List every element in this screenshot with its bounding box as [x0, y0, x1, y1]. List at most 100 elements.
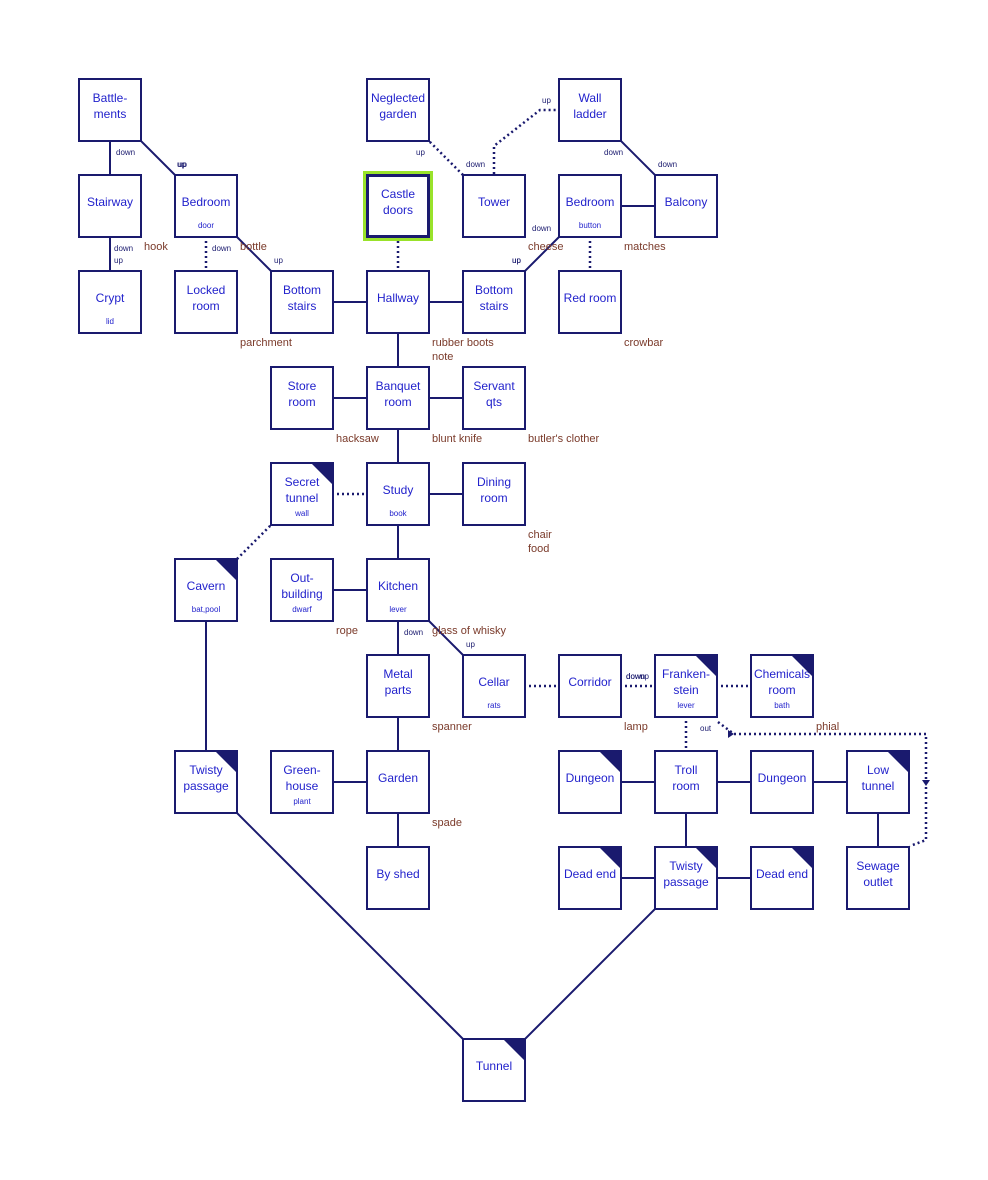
direction-label: down	[626, 672, 646, 681]
room-name: Dead end	[563, 867, 617, 881]
room-item: door	[197, 221, 214, 230]
object-label: chair food	[528, 529, 552, 555]
object-label: phial	[816, 721, 840, 733]
room-bedroom-e[interactable]: Bedroom button	[558, 174, 622, 238]
room-name: Stairway	[86, 195, 133, 209]
dark-room-marker	[215, 751, 237, 773]
room-name: Garden	[377, 771, 419, 785]
room-item: lid	[105, 317, 114, 326]
direction-label: down	[466, 160, 486, 169]
room-secret-tunnel[interactable]: Secret tunnel wall	[270, 462, 334, 526]
room-stairway[interactable]: Stairway	[78, 174, 142, 238]
room-castle-doors[interactable]: Castle doors	[366, 174, 430, 238]
room-item: button	[578, 221, 602, 230]
direction-label: down	[532, 224, 552, 233]
room-item: book	[389, 509, 407, 518]
object-label: bottle	[240, 241, 267, 253]
room-bedroom-w[interactable]: Bedroom door	[174, 174, 238, 238]
direction-label: up	[114, 256, 123, 265]
direction-label: up	[512, 256, 521, 265]
room-servant-qts[interactable]: Servant qts	[462, 366, 526, 430]
room-dungeon-w[interactable]: Dungeon	[558, 750, 622, 814]
room-name: Corridor	[568, 675, 612, 689]
object-label: rope	[336, 625, 359, 637]
room-metal-parts[interactable]: Metal parts	[366, 654, 430, 718]
direction-label: up	[178, 160, 187, 169]
room-bottom-stairs-e[interactable]: Bottom stairs	[462, 270, 526, 334]
arrow-head	[922, 780, 930, 786]
room-name: By shed	[376, 867, 420, 881]
room-dead-end-e[interactable]: Dead end	[750, 846, 814, 910]
room-name: Troll room	[672, 763, 700, 793]
room-name: Bedroom	[181, 195, 231, 209]
connection-tower-ladder	[492, 108, 558, 174]
room-low-tunnel[interactable]: Low tunnel	[846, 750, 910, 814]
dark-room-marker	[791, 847, 813, 869]
room-locked-room[interactable]: Locked room	[174, 270, 238, 334]
room-bottom-stairs-w[interactable]: Bottom stairs	[270, 270, 334, 334]
room-dungeon-e[interactable]: Dungeon	[750, 750, 814, 814]
room-name: Metal parts	[383, 667, 413, 697]
room-store-room[interactable]: Store room	[270, 366, 334, 430]
room-corridor[interactable]: Corridor	[558, 654, 622, 718]
direction-label: down	[114, 244, 134, 253]
room-by-shed[interactable]: By shed	[366, 846, 430, 910]
dark-room-marker	[311, 463, 333, 485]
room-twisty-passage-e[interactable]: Twisty passage	[654, 846, 718, 910]
room-battlements[interactable]: Battle- ments	[78, 78, 142, 142]
object-label: glass of whisky	[432, 625, 506, 637]
room-name: Cellar	[478, 675, 510, 689]
direction-label: down	[626, 672, 646, 681]
direction-label: down	[116, 148, 136, 157]
room-name: Castle doors	[380, 187, 415, 217]
dark-room-marker	[791, 655, 813, 677]
object-label: rubber boots note	[432, 337, 494, 363]
room-dead-end-w[interactable]: Dead end	[558, 846, 622, 910]
direction-label: up	[416, 148, 425, 157]
room-hallway[interactable]: Hallway	[366, 270, 430, 334]
object-label: parchment	[240, 337, 292, 349]
room-item: wall	[295, 509, 309, 518]
direction-label: down	[658, 160, 678, 169]
room-name: Twisty passage	[183, 763, 229, 793]
room-name: Dungeon	[565, 771, 615, 785]
room-name: Dining room	[476, 475, 512, 505]
room-name: Tunnel	[475, 1059, 513, 1073]
room-name: Red room	[563, 291, 617, 305]
dark-room-marker	[695, 847, 717, 869]
room-troll-room[interactable]: Troll room	[654, 750, 718, 814]
room-twisty-passage-w[interactable]: Twisty passage	[174, 750, 238, 814]
room-name: Secret tunnel	[284, 475, 320, 505]
room-banquet-room[interactable]: Banquet room	[366, 366, 430, 430]
room-name: Dead end	[755, 867, 809, 881]
room-garden[interactable]: Garden	[366, 750, 430, 814]
room-item: lever	[389, 605, 407, 614]
room-name: Wall ladder	[573, 91, 607, 121]
room-name: Bottom stairs	[474, 283, 513, 313]
room-dining-room[interactable]: Dining room	[462, 462, 526, 526]
room-item: bat,pool	[191, 605, 221, 614]
room-name: Bedroom	[565, 195, 615, 209]
room-item: lever	[677, 701, 695, 710]
room-balcony[interactable]: Balcony	[654, 174, 718, 238]
object-label: lamp	[624, 721, 648, 733]
room-tunnel[interactable]: Tunnel	[462, 1038, 526, 1102]
room-red-room[interactable]: Red room	[558, 270, 622, 334]
room-name: Sewage outlet	[856, 859, 900, 889]
room-wall-ladder[interactable]: Wall ladder	[558, 78, 622, 142]
room-neglected-garden[interactable]: Neglected garden	[366, 78, 430, 142]
room-name: Locked room	[186, 283, 226, 313]
room-tower[interactable]: Tower	[462, 174, 526, 238]
dark-room-marker	[887, 751, 909, 773]
room-sewage-outlet[interactable]: Sewage outlet	[846, 846, 910, 910]
room-name: Out- building	[281, 571, 323, 601]
